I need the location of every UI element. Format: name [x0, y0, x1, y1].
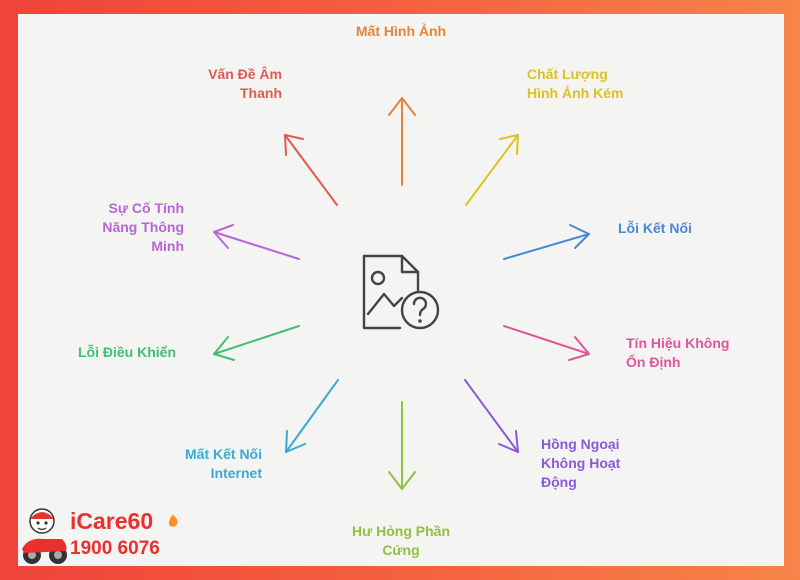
arrow-top [388, 97, 416, 186]
arrow-right-lower [503, 325, 590, 361]
brand-logo: iCare60 1900 6076 [14, 505, 214, 567]
arrow-right-upper [503, 224, 590, 260]
arrow-left-upper [213, 224, 300, 260]
label-tin-hieu-khong-on-dinh: Tín Hiệu Không Ổn Định [626, 335, 730, 370]
brand-phone: 1900 6076 [70, 538, 160, 559]
arrow-top-right [465, 134, 519, 206]
arrow-top-left [284, 134, 338, 206]
label-hong-ngoai-khong-hoat-dong: Hồng Ngoại Không Hoạt Động [541, 436, 621, 490]
label-chat-luong-hinh-anh-kem: Chất Lượng Hình Ảnh Kém [527, 66, 624, 101]
arrow-bottom-left [285, 379, 339, 453]
arrow-left-lower [213, 325, 300, 361]
label-van-de-am-thanh: Vấn Đề Âm Thanh [208, 66, 282, 101]
label-loi-dieu-khien: Lỗi Điều Khiển [78, 344, 176, 360]
image-question-icon [362, 254, 440, 330]
arrow-bottom-right [464, 379, 519, 453]
arrow-bottom [388, 401, 416, 490]
label-hu-hong-phan-cung: Hư Hỏng Phần Cứng [351, 523, 451, 558]
label-su-co-tinh-nang-thong-minh: Sự Cố Tính Năng Thông Minh [102, 200, 184, 254]
label-mat-hinh-anh: Mất Hình Ảnh [355, 23, 447, 39]
brand-name: iCare60 [70, 508, 154, 534]
mascot-icon [22, 508, 67, 564]
flame-icon [168, 514, 178, 527]
label-mat-ket-noi-internet: Mất Kết Nối Internet [185, 446, 262, 481]
label-loi-ket-noi: Lỗi Kết Nối [618, 220, 692, 236]
